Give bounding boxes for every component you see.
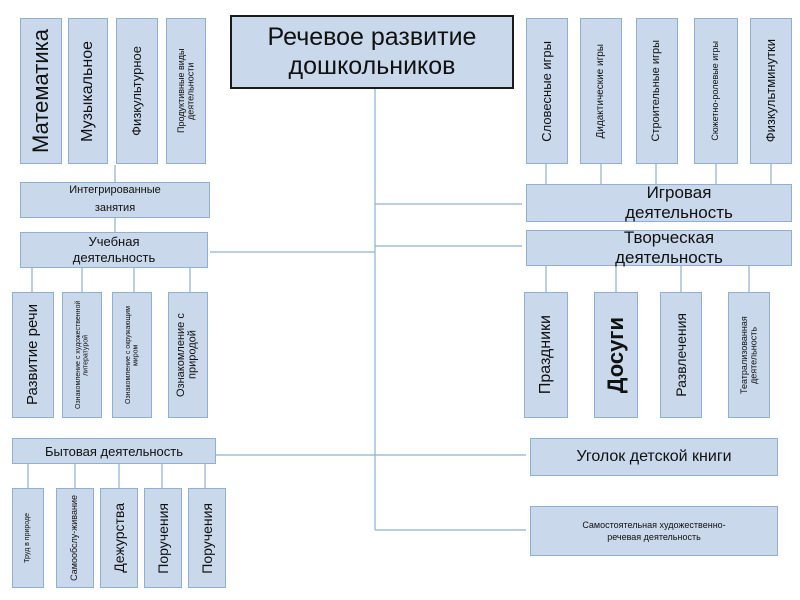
independent-activity: Самостоятельная художественно-речевая де…	[530, 506, 778, 556]
creative-item-theatre: Театрализованная деятельность	[728, 292, 770, 418]
right-top-item-word-games: Словесные игры	[526, 18, 568, 164]
right-top-item-role-games: Сюжетно-ролевые игры	[694, 18, 738, 164]
learning-item-label: Ознакомление с художественной литературо…	[74, 300, 89, 410]
household-item-label: Труд в природе	[24, 513, 32, 563]
right-top-item-label: Сюжетно-ролевые игры	[710, 41, 721, 141]
left-top-item-productive: Продуктивные виды деятельности	[166, 18, 206, 164]
independent-activity-label: Самостоятельная художественно-речевая де…	[582, 519, 726, 542]
left-top-item-label: Музыкальное	[78, 40, 96, 142]
right-top-item-label: Словесные игры	[539, 40, 555, 142]
right-top-item-label: Физкультминутки	[763, 39, 779, 143]
learning-item-label: Ознакомление с природой	[175, 313, 199, 397]
left-top-item-music: Музыкальное	[68, 18, 108, 164]
play-activity-label: Игровая деятельность	[625, 183, 733, 222]
household-item-label: Самообслу-живание	[69, 495, 80, 581]
household-item-assignments-1: Поручения	[144, 488, 182, 588]
book-corner: Уголок детской книги	[530, 438, 778, 476]
right-top-item-building-games: Строительные игры	[636, 18, 678, 164]
left-top-item-label: Продуктивные виды деятельности	[175, 48, 195, 134]
left-top-item-label: Математика	[28, 29, 54, 153]
diagram-title-text: Речевое развитие дошкольников	[267, 23, 477, 80]
learning-item-label: Ознакомление с окружающим миром	[124, 306, 139, 404]
play-activity: Игровая деятельность	[526, 183, 792, 222]
learning-item-speech: Развитие речи	[12, 292, 54, 418]
creative-activity-label: Творческая деятельность	[615, 228, 723, 267]
creative-item-label: Праздники	[536, 315, 554, 395]
learning-item-world: Ознакомление с окружающим миром	[112, 292, 152, 418]
learning-activity-label: Учебная деятельность	[72, 234, 156, 265]
left-top-item-label: Физкультурное	[129, 46, 145, 136]
household-activity-label: Бытовая деятельность	[44, 443, 183, 459]
book-corner-label: Уголок детской книги	[576, 448, 732, 466]
integrated-classes-label: Интегрированные занятия	[69, 184, 161, 214]
creative-item-leisure: Досуги	[594, 292, 638, 418]
left-top-item-physical: Физкультурное	[116, 18, 158, 164]
right-top-item-didactic-games: Дидактические игры	[580, 18, 622, 164]
integrated-classes: Интегрированные занятия	[20, 182, 210, 218]
household-activity: Бытовая деятельность	[12, 438, 216, 464]
learning-item-literature: Ознакомление с художественной литературо…	[62, 292, 102, 418]
household-item-label: Дежурства	[110, 503, 127, 573]
household-item-label: Поручения	[154, 502, 171, 574]
creative-item-entertainment: Развлечения	[660, 292, 702, 418]
right-top-item-physical-minutes: Физкультминутки	[750, 18, 792, 164]
household-item-assignments-2: Поручения	[188, 488, 226, 588]
household-item-labor: Труд в природе	[12, 488, 44, 588]
right-top-item-label: Строительные игры	[650, 40, 663, 142]
household-item-duty: Дежурства	[100, 488, 138, 588]
creative-item-label: Развлечения	[672, 313, 689, 397]
learning-activity: Учебная деятельность	[20, 232, 208, 268]
left-top-item-math: Математика	[20, 18, 62, 164]
learning-item-nature: Ознакомление с природой	[168, 292, 208, 418]
right-top-item-label: Дидактические игры	[594, 43, 606, 139]
household-item-label: Поручения	[198, 502, 215, 574]
creative-item-label: Досуги	[603, 316, 629, 394]
creative-item-label: Театрализованная деятельность	[738, 316, 758, 394]
creative-activity: Творческая деятельность	[526, 228, 792, 267]
creative-item-holidays: Праздники	[524, 292, 568, 418]
learning-item-label: Развитие речи	[24, 304, 42, 406]
diagram-title: Речевое развитие дошкольников	[230, 15, 514, 89]
household-item-selfcare: Самообслу-живание	[56, 488, 94, 588]
